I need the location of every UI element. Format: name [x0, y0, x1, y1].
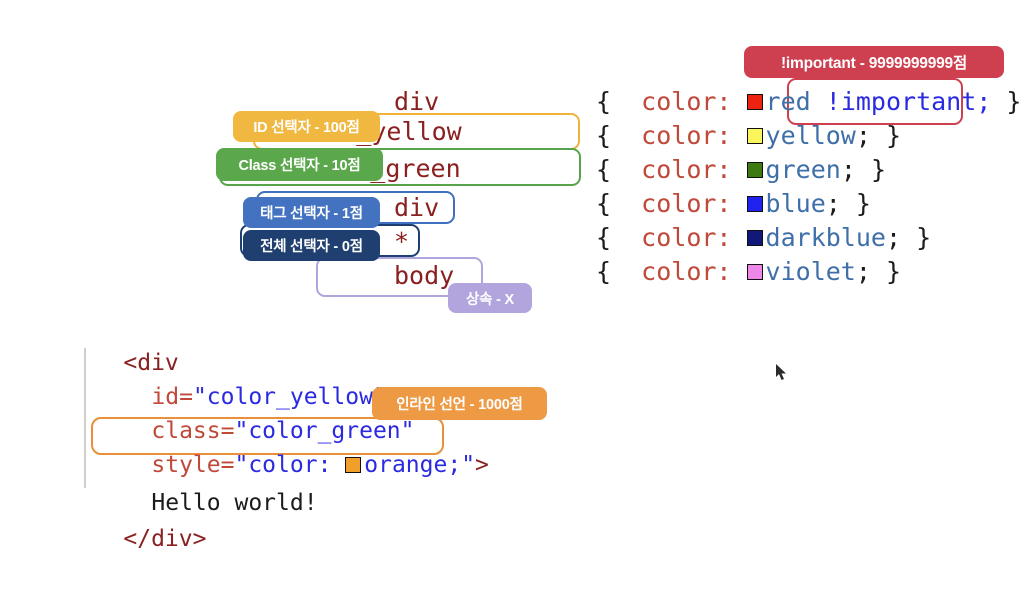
- selector-label: div: [394, 86, 440, 116]
- attr-style-value-post: orange;": [364, 452, 476, 478]
- attr-style: style=: [151, 452, 235, 478]
- badge-inline-declaration: 인라인 선언 - 1000점: [372, 387, 547, 420]
- color-swatch-green: [746, 162, 763, 178]
- badge-important: !important - 9999999999점: [744, 46, 1004, 78]
- open-brace: {: [596, 154, 612, 184]
- selector-label: body: [394, 260, 455, 290]
- property-name: color:: [641, 86, 732, 116]
- property-name: color:: [641, 188, 732, 218]
- selector-row-6: body: [394, 258, 454, 292]
- code-line-class: class="color_green": [96, 380, 415, 482]
- attr-id-value: "color_yellow": [192, 384, 387, 410]
- property-name: color:: [641, 222, 732, 252]
- close-brace: }: [1006, 86, 1022, 116]
- property-name: color:: [641, 154, 732, 184]
- close-brace: }: [885, 256, 902, 286]
- color-swatch-darkblue: [746, 230, 763, 246]
- declaration-row-6: { color: violet ; }: [596, 254, 901, 288]
- property-name: color:: [641, 256, 732, 286]
- attr-style-value-pre: "color:: [234, 452, 346, 478]
- declaration-row-1: { color: red !important; }: [596, 84, 1021, 118]
- color-swatch-blue: [746, 196, 763, 212]
- badge-class-selector: Class 선택자 - 10점: [216, 148, 383, 181]
- semicolon: ;: [825, 188, 841, 218]
- semicolon: ;: [855, 120, 871, 150]
- open-brace: {: [596, 188, 612, 218]
- open-brace: {: [596, 256, 612, 286]
- code-indent-guide: [84, 348, 86, 488]
- tag-close: </div>: [123, 526, 207, 552]
- color-swatch-yellow: [746, 128, 763, 144]
- attr-id: id=: [151, 384, 193, 410]
- property-value: green: [765, 154, 841, 184]
- close-brace: }: [855, 188, 871, 218]
- mouse-cursor: [776, 364, 786, 380]
- declaration-row-3: { color: green ; }: [596, 152, 886, 186]
- attr-class-value: "color_green": [234, 418, 415, 444]
- code-line-style: style="color: orange;">: [96, 414, 489, 516]
- color-swatch-violet: [746, 264, 763, 280]
- inline-style-highlight-box: [91, 417, 444, 455]
- attr-class: class=: [151, 418, 235, 444]
- close-brace: }: [885, 120, 902, 150]
- color-swatch-orange: [345, 457, 362, 473]
- property-value: darkblue: [765, 222, 886, 252]
- property-value: red: [765, 86, 811, 116]
- semicolon: ;: [855, 256, 871, 286]
- badge-inheritance: 상속 - X: [448, 283, 532, 313]
- code-line-div-open: <div: [68, 312, 179, 414]
- text-content: Hello world!: [151, 490, 318, 516]
- property-value: violet: [765, 256, 856, 286]
- selector-label: div: [394, 192, 440, 222]
- semicolon: ;: [885, 222, 902, 252]
- selector-row-1: div: [394, 84, 439, 118]
- semicolon: ;: [840, 154, 856, 184]
- open-brace: {: [596, 86, 612, 116]
- selector-row-5: *: [394, 224, 409, 258]
- selector-row-4: div: [394, 190, 439, 224]
- code-line-text: Hello world!: [96, 452, 318, 554]
- close-brace: }: [870, 154, 886, 184]
- tag-close-bracket: >: [475, 452, 489, 478]
- color-swatch-red: [746, 94, 763, 110]
- diagram-canvas: !important - 9999999999점 div #color_yell…: [68, 46, 1021, 554]
- declaration-row-2: { color: yellow ; }: [596, 118, 901, 152]
- selector-label: *: [394, 226, 410, 256]
- code-line-id: id="color_yellow": [96, 346, 387, 448]
- code-line-div-close: </div>: [68, 488, 206, 590]
- declaration-row-5: { color: darkblue ; }: [596, 220, 931, 254]
- badge-id-selector: ID 선택자 - 100점: [233, 111, 380, 142]
- important-keyword: !important;: [825, 86, 992, 116]
- property-value: yellow: [765, 120, 856, 150]
- close-brace: }: [916, 222, 932, 252]
- property-name: color:: [641, 120, 732, 150]
- badge-universal-selector: 전체 선택자 - 0점: [243, 230, 380, 261]
- open-brace: {: [596, 222, 612, 252]
- important-highlight-frame: [787, 78, 963, 125]
- badge-tag-selector: 태그 선택자 - 1점: [243, 197, 380, 228]
- open-brace: {: [596, 120, 612, 150]
- property-value: blue: [765, 188, 826, 218]
- tag-open: <div: [123, 350, 179, 376]
- declaration-row-4: { color: blue ; }: [596, 186, 871, 220]
